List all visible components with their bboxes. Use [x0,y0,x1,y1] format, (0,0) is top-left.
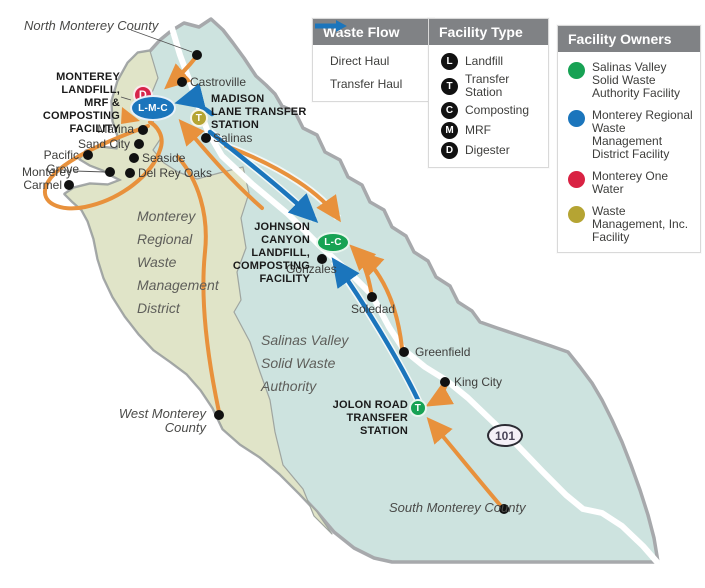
dot-pacific-grove [83,150,93,160]
monterey-one-water-dot [568,171,585,188]
legend-item-mrwmd: Monterey Regional Waste Management Distr… [568,109,694,161]
label-king-city: King City [454,375,503,389]
dot-salinas [201,133,211,143]
label-monterey: Monterey [21,165,72,179]
transfer-station-icon: T [441,77,458,95]
label-soledad: Soledad [351,302,396,316]
dot-seaside [129,153,139,163]
dot-west-monterey-county [214,410,224,420]
dot-del-rey-oaks [125,168,135,178]
digester-icon: D [441,142,458,159]
arrow-peninsula-loop [42,120,164,211]
label-region-monterey-regional: Monterey Regional Waste Management Distr… [137,208,219,316]
label-monterey-landfill: MONTEREY LANDFILL, MRF & COMPOSTING FACI… [42,71,120,135]
legend-item-transfer-station: T Transfer Station [441,73,542,99]
leader-monterey-landfill [120,96,132,101]
legend-facility-owners-title: Facility Owners [558,26,700,52]
dot-monterey [105,167,115,177]
arrow-greenfield-to-johnson-canyon [357,250,404,350]
arrow-west-county-to-monterey-landfill [176,155,221,414]
legend-facility-type-title: Facility Type [429,19,548,45]
dot-north-monterey-county [192,50,202,60]
monterey-one-water-label: Monterey One Water [592,169,669,196]
label-seaside: Seaside [142,151,186,165]
madison-lane-marker: T [190,109,208,127]
label-west-monterey-county: West Monterey County [118,406,206,435]
arrow-south-county-to-jolon-road [426,417,502,507]
label-south-monterey-county: South Monterey County [389,500,526,515]
composting-icon: C [441,102,458,119]
legend-item-monterey-one-water: Monterey One Water [568,170,694,196]
landfill-icon: L [441,53,458,70]
label-sand-city: Sand City [77,137,130,151]
waste-management-dot [568,206,585,223]
landfill-label: Landfill [465,54,504,68]
label-marina: Marina [97,122,134,136]
label-madison-lane: MADISON LANE TRANSFER STATION [211,93,307,131]
johnson-canyon-marker: L-C [316,232,350,253]
label-greenfield: Greenfield [415,345,471,359]
arrow-salinas-to-monterey-landfill [178,119,264,210]
arrow-northwest-to-johnson-canyon [224,144,341,223]
leader-north-monterey-county [130,29,193,53]
dot-castroville [177,77,187,87]
arrow-jolon-to-johnson-canyon [331,257,422,405]
arrow-peninsula-loop-head [121,107,140,124]
mrwmd-owner-label: Monterey Regional Waste Management Distr… [592,108,693,161]
highway-101-shield: 101 [487,424,523,447]
legend-facility-owners: Facility Owners Salinas Valley Solid Was… [557,25,701,253]
direct-haul-label: Direct Haul [330,54,390,68]
legend-facility-type: Facility Type L Landfill T Transfer Stat… [428,18,549,168]
legend-waste-flow-title: Waste Flow [313,19,433,45]
label-del-rey-oaks: Del Rey Oaks [138,166,213,180]
label-pacific-grove: Pacific Grove [43,148,79,176]
dot-marina [138,125,148,135]
dot-greenfield [399,347,409,357]
waste-management-label: Waste Management, Inc. Facility [592,204,689,244]
mrf-icon: M [441,122,458,139]
label-johnson-canyon: JOHNSON CANYON LANDFILL, COMPOSTING FACI… [232,221,310,285]
digester-label: Digester [465,143,510,157]
legend-item-svswa: Salinas Valley Solid Waste Authority Fac… [568,61,694,100]
legend-item-direct-haul: Direct Haul [315,20,425,68]
label-north-monterey-county: North Monterey County [24,18,159,33]
arrow-madison-to-monterey-landfill [174,83,215,117]
leader-monterey-city [73,170,107,173]
transfer-haul-label: Transfer Haul [330,77,403,91]
legend-waste-flow: Waste Flow Direct Haul Transfer Haul [312,18,434,102]
direct-haul-arrows [42,55,502,507]
dot-king-city [440,377,450,387]
label-carmel: Carmel [23,178,62,192]
legend-item-composting: C Composting [441,102,542,119]
legend-item-transfer-haul: Transfer Haul [315,20,425,91]
arrow-north-county-to-monterey-landfill [164,55,198,90]
arrow-madison-to-johnson-canyon [207,129,319,224]
mrwmd-owner-dot [568,110,585,127]
composting-label: Composting [465,103,530,117]
svswa-owner-dot [568,62,585,79]
mrf-label: MRF [465,123,491,137]
dot-gonzales [317,254,327,264]
label-gonzales: Gonzales [286,262,337,276]
dot-south-monterey-county [499,504,509,514]
legend-item-digester: D Digester [441,142,542,159]
legend-item-mrf: M MRF [441,122,542,139]
transfer-haul-arrows [174,83,422,405]
label-jolon-road: JOLON ROAD TRANSFER STATION [332,399,408,437]
svswa-owner-label: Salinas Valley Solid Waste Authority Fac… [592,60,681,100]
legend-item-waste-management: Waste Management, Inc. Facility [568,205,694,244]
dot-carmel [64,180,74,190]
transfer-station-label: Transfer Station [465,72,510,99]
dot-soledad [367,292,377,302]
label-castroville: Castroville [190,75,247,89]
monterey-landfill-marker: L-M-C [130,95,176,121]
jolon-road-marker: T [409,399,427,417]
legend-item-landfill: L Landfill [441,53,542,70]
label-region-salinas-valley: Salinas Valley Solid Waste Authority [261,332,349,394]
transfer-haul-arrow-icon [315,20,347,32]
label-salinas: Salinas [213,131,253,145]
dot-sand-city [134,139,144,149]
